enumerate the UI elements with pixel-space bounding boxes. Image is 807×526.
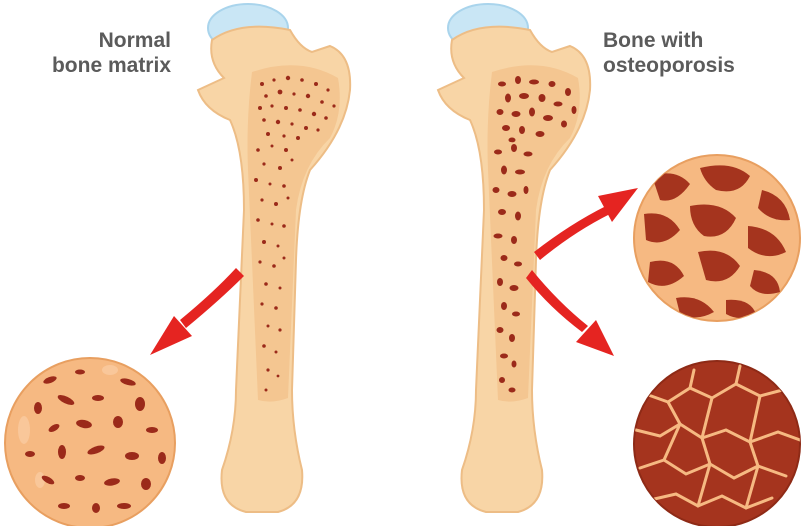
osteoporosis-matrix-zoom — [634, 155, 800, 321]
normal-matrix-zoom — [5, 358, 175, 526]
red-arrow-icon — [526, 188, 638, 356]
normal-label-line-1: Normal — [52, 28, 171, 53]
normal-label-line-2: bone matrix — [52, 53, 171, 78]
normal-bone — [198, 4, 350, 512]
normal-bone-label: Normal bone matrix — [52, 28, 171, 78]
red-arrow-icon — [150, 268, 244, 355]
osteo-label-line-2: osteoporosis — [603, 53, 735, 78]
osteoporosis-bone — [438, 4, 590, 512]
osteo-label-line-1: Bone with — [603, 28, 735, 53]
fractured-matrix-zoom — [634, 361, 800, 526]
osteoporosis-bone-label: Bone with osteoporosis — [603, 28, 735, 78]
